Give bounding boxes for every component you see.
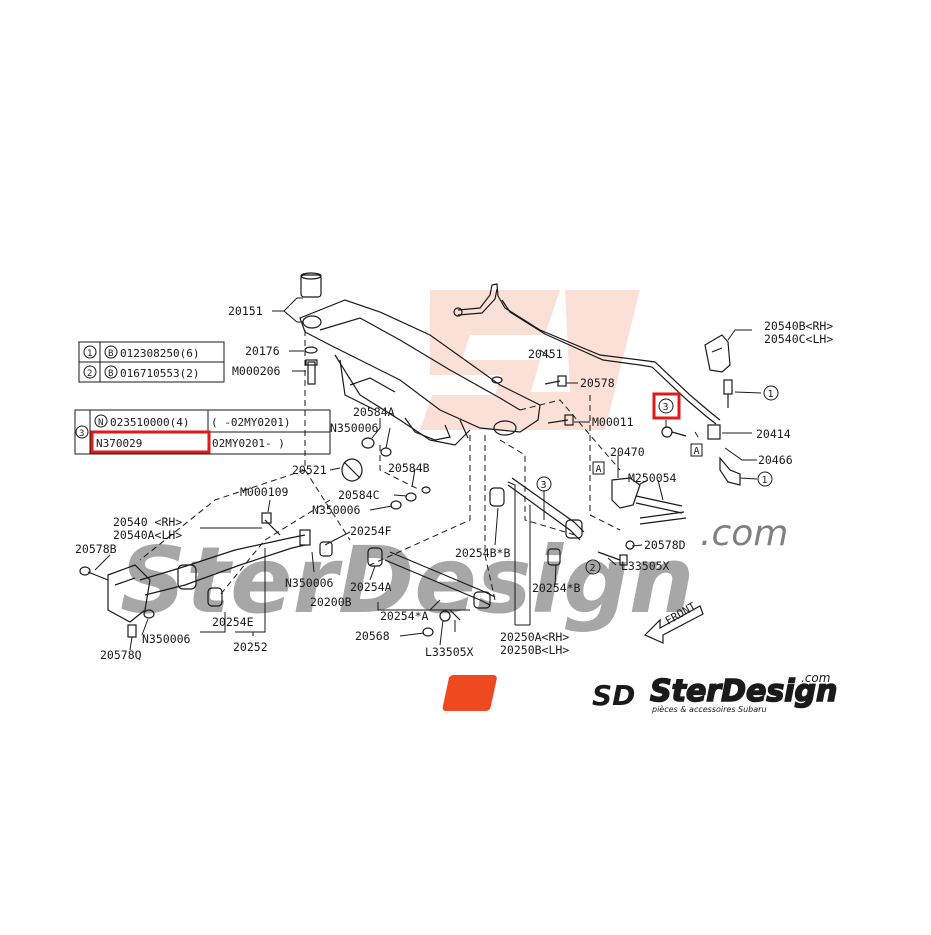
label-20466: 20466 [758, 453, 793, 467]
label-20584B: 20584B [388, 461, 430, 475]
label-20250A: 20250A<RH> [500, 630, 569, 644]
marker-A-a: A [596, 464, 602, 475]
label-20176: 20176 [245, 344, 280, 358]
link-20470 [611, 477, 687, 550]
part-labels: 20151 20176 M000206 20451 20578 M00011 2… [75, 304, 833, 662]
label-M00011: M00011 [592, 415, 634, 429]
label-L33505X-a: L33505X [425, 645, 474, 659]
label-20540C: 20540C<LH> [764, 332, 833, 346]
highlight-N370029 [90, 430, 211, 454]
mount-bushing [300, 272, 322, 298]
leader-lines [94, 297, 762, 651]
label-N350006-c: N350006 [285, 576, 334, 590]
marker-1-a: 1 [768, 389, 774, 400]
bolt-m000206 [304, 346, 318, 385]
marker-1-b: 1 [762, 475, 768, 486]
lateral-link-rear [489, 477, 628, 566]
table-row3b-range: 02MY0201- ) [212, 437, 285, 450]
label-20540: 20540 <RH> [113, 515, 182, 529]
table-row2-num: 2 [87, 369, 92, 379]
table-row1-num: 1 [87, 349, 92, 359]
stabilizer-bar [453, 283, 721, 425]
table-row3a-code: N [98, 418, 103, 428]
watermark: SterDesign .com [120, 290, 788, 634]
label-20254BstarB: 20254B*B [455, 546, 510, 560]
label-20254A: 20254A [350, 580, 392, 594]
table-row1-code: B [108, 349, 113, 359]
label-20200B: 20200B [310, 595, 352, 609]
label-20568: 20568 [355, 629, 390, 643]
svg-text:.com: .com [700, 513, 788, 554]
label-20470: 20470 [610, 445, 645, 459]
label-20521: 20521 [292, 463, 327, 477]
table-row2-text: 016710553(2) [120, 367, 199, 380]
label-20584A: 20584A [353, 405, 395, 419]
marker-2: 2 [590, 563, 596, 574]
brand-tagline: pièces & accessoires Subaru [651, 704, 767, 714]
label-N350006-a: N350006 [330, 421, 379, 435]
table-row3a-text: 023510000(4) [110, 416, 189, 429]
label-20254starA: 20254*A [380, 609, 429, 623]
brand-dotcom: .com [801, 671, 830, 685]
trailing-link [79, 512, 311, 638]
label-20252: 20252 [233, 640, 268, 654]
svg-text:SterDesign: SterDesign [120, 527, 694, 634]
label-M000109: M000109 [240, 485, 289, 499]
logo-letters: SD [592, 679, 635, 712]
marker-3-a: 3 [663, 402, 669, 413]
brand-name: SterDesign [650, 674, 837, 709]
dashed-leaders [139, 330, 701, 601]
label-N350006-d: N350006 [142, 632, 191, 646]
label-20151: 20151 [228, 304, 263, 318]
label-L33505X-b: L33505X [621, 559, 670, 573]
label-20578B: 20578B [75, 542, 117, 556]
table-row3b-text: N370029 [96, 437, 142, 450]
label-20578: 20578 [580, 376, 615, 390]
highlight-marker-3 [652, 392, 681, 420]
label-20451: 20451 [528, 347, 563, 361]
label-20540B: 20540B<RH> [764, 319, 833, 333]
label-20254starB: 20254*B [532, 581, 581, 595]
label-20584C: 20584C [338, 488, 380, 502]
label-20540A: 20540A<LH> [113, 528, 182, 542]
table-row3a-range: ( -02MY0201) [211, 416, 290, 429]
label-M000206: M000206 [232, 364, 281, 378]
marker-A-b: A [694, 446, 700, 457]
table-row3-num: 3 [79, 429, 84, 439]
cap-20521 [341, 458, 363, 482]
label-20414: 20414 [756, 427, 791, 441]
label-N350006-b: N350006 [312, 503, 361, 517]
label-20578D: 20578D [644, 538, 686, 552]
circle-marker-text: 1 1 2 3 3 A A [541, 389, 774, 574]
circle-markers [536, 385, 779, 575]
lateral-link-front [319, 541, 496, 637]
bolts-upper [491, 375, 574, 426]
marker-3-b: 3 [541, 480, 547, 491]
nuts-washers [361, 437, 431, 510]
table-row2-code: B [108, 369, 113, 379]
logo-badge [442, 675, 497, 711]
label-20254F: 20254F [350, 524, 392, 538]
label-20250B: 20250B<LH> [500, 643, 569, 657]
label-20254E: 20254E [212, 615, 254, 629]
reference-table: 1 B 012308250(6) 2 B 016710553(2) 3 N 02… [74, 341, 331, 455]
table-row1-text: 012308250(6) [120, 347, 199, 360]
label-20578Q: 20578Q [100, 648, 142, 662]
crossmember [299, 299, 541, 446]
label-M250054: M250054 [628, 471, 677, 485]
brand-logo: SD SterDesign .com pièces & accessoires … [442, 671, 838, 714]
stabilizer-bracket [661, 334, 741, 486]
